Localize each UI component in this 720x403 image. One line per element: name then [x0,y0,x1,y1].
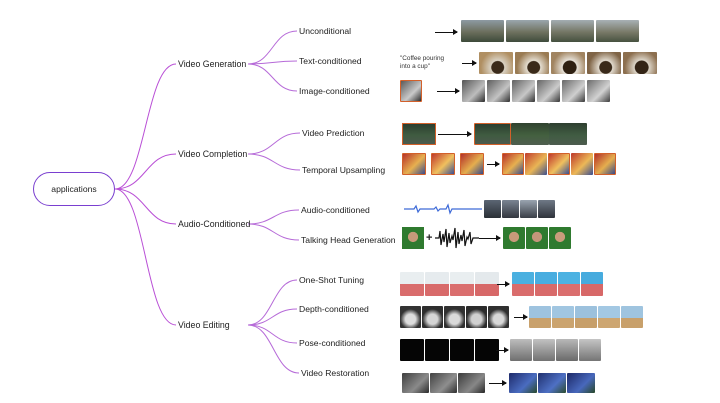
leaf-link-3-2 [247,324,298,344]
leaf-text-conditioned: Text-conditioned [299,56,362,66]
arrow-image-conditioned [437,88,460,94]
arrow-temporal-upsampling [487,161,500,167]
depth-input-frames [400,306,509,328]
audio-waveform-large [435,227,479,249]
leaf-one-shot-tuning: One-Shot Tuning [299,275,364,285]
leaf-talking-head-generation: Talking Head Generation [301,235,396,245]
leaf-link-2-1 [247,223,300,241]
leaf-pose-conditioned: Pose-conditioned [299,338,366,348]
root-link-1 [114,153,177,190]
arrow-pose-conditioned [496,347,509,353]
talking-head-input-face [402,227,424,249]
leaf-audio-conditioned: Audio-conditioned [301,205,370,215]
category-video-generation: Video Generation [178,59,247,69]
leaf-video-prediction: Video Prediction [302,128,365,138]
leaf-link-1-1 [247,153,301,171]
leaf-video-restoration: Video Restoration [301,368,370,378]
root-link-3 [114,188,177,326]
frames-video-prediction [474,123,587,145]
leaf-link-3-3 [247,324,300,374]
prediction-input-frame [402,123,436,145]
leaf-link-0-1 [247,60,298,65]
frames-video-restoration [509,373,595,393]
leaf-link-0-2 [247,63,298,92]
audio-waveform-small [404,203,482,215]
pose-input-frames [400,339,499,361]
frames-unconditional [461,20,639,42]
upsampling-input-frames [402,153,484,175]
frames-one-shot-tuning [512,272,603,296]
arrow-depth-conditioned [514,314,528,320]
leaf-link-2-0 [247,209,300,225]
leaf-link-3-1 [247,308,298,326]
arrow-unconditional [435,29,458,35]
leaf-link-3-0 [247,279,298,326]
input-image-frame [400,80,422,102]
frames-talking-head [503,227,571,249]
arrow-video-restoration [489,380,507,386]
frames-text-conditioned [479,52,657,74]
arrow-talking-head [479,235,501,241]
leaf-depth-conditioned: Depth-conditioned [299,304,369,314]
frames-temporal-upsampling [502,153,616,175]
one-shot-input-frames [400,272,499,296]
frames-pose-conditioned [510,339,601,361]
arrow-text-conditioned [462,60,477,66]
root-label: applications [51,184,97,194]
frames-depth-conditioned [529,306,643,328]
category-video-completion: Video Completion [178,149,248,159]
leaf-image-conditioned: Image-conditioned [299,86,370,96]
arrow-video-prediction [438,131,472,137]
root-node: applications [33,172,115,206]
category-video-editing: Video Editing [178,320,230,330]
arrow-one-shot-tuning [497,281,510,287]
restoration-input-frames [402,373,485,393]
frames-image-conditioned [462,80,610,102]
category-audio-conditioned: Audio-Conditioned [178,219,251,229]
root-link-0 [114,63,177,190]
leaf-link-1-0 [247,132,301,155]
plus-sign: + [426,232,433,244]
leaf-unconditional: Unconditional [299,26,352,36]
frames-audio-conditioned [484,200,555,218]
root-link-2 [114,188,177,225]
leaf-link-0-0 [247,30,298,65]
leaf-temporal-upsampling: Temporal Upsampling [302,165,386,175]
